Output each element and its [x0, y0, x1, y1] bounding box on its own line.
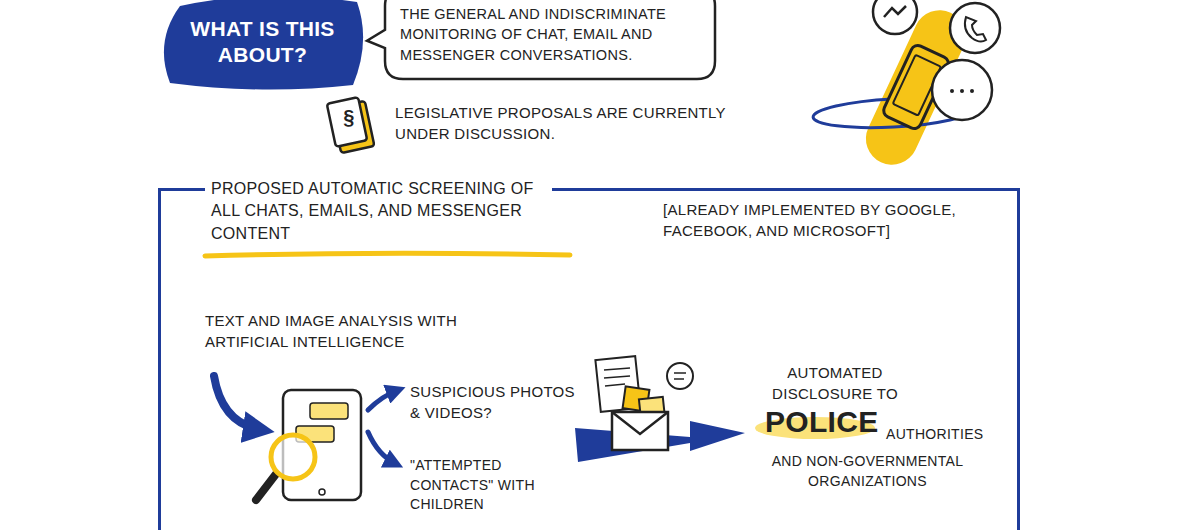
dot [960, 89, 964, 93]
title-text: WHAT IS THIS ABOUT? [188, 16, 338, 69]
handset-symbol [965, 17, 986, 42]
section-symbol: § [336, 103, 362, 131]
phone-icon [812, 0, 1000, 173]
magnifier-lens [271, 435, 315, 479]
blob-fill [164, 0, 363, 90]
magnifier-handle [256, 474, 276, 500]
messenger-bubble [873, 0, 917, 34]
dot [950, 89, 954, 93]
title-blob: WHAT IS THIS ABOUT? [160, 0, 365, 89]
chat-bubble [932, 60, 992, 120]
disclosure-label: AND NON-GOVERNMENTAL ORGANIZATIONS [760, 452, 975, 491]
disclosure-label: AUTHORITIES [886, 425, 996, 445]
bubble-text: THE GENERAL AND INDISCRIMINATE MONITORIN… [400, 4, 700, 65]
flow-arrow [214, 376, 262, 430]
envelope-icon [595, 356, 693, 450]
analysis-label: TEXT AND IMAGE ANALYSIS WITH ARTIFICIAL … [205, 310, 495, 352]
speech-bubble: THE GENERAL AND INDISCRIMINATE MONITORIN… [385, 0, 715, 79]
detection-label: SUSPICIOUS PHOTOS & VIDEOS? [410, 381, 585, 423]
section-heading: PROPOSED AUTOMATIC SCREENING OF ALL CHAT… [205, 176, 552, 247]
bubble-path [367, 0, 715, 79]
dot [970, 89, 974, 93]
police-label: POLICE [765, 405, 890, 438]
messenger-bolt [884, 6, 906, 17]
call-bubble [950, 3, 1000, 53]
highlight-underline [205, 253, 570, 256]
disclosure-label: AUTOMATED DISCLOSURE TO [760, 362, 910, 404]
detection-label: "ATTEMPTED CONTACTS" WITH CHILDREN [410, 456, 560, 515]
implemented-note: [ALREADY IMPLEMENTED BY GOOGLE, FACEBOOK… [663, 199, 1008, 241]
tablet-icon [256, 390, 361, 500]
flow-arrow [368, 432, 396, 464]
law-book-icon [327, 97, 375, 153]
flow-arrow [368, 390, 398, 410]
status-note: LEGISLATIVE PROPOSALS ARE CURRENTLY UNDE… [395, 102, 740, 144]
